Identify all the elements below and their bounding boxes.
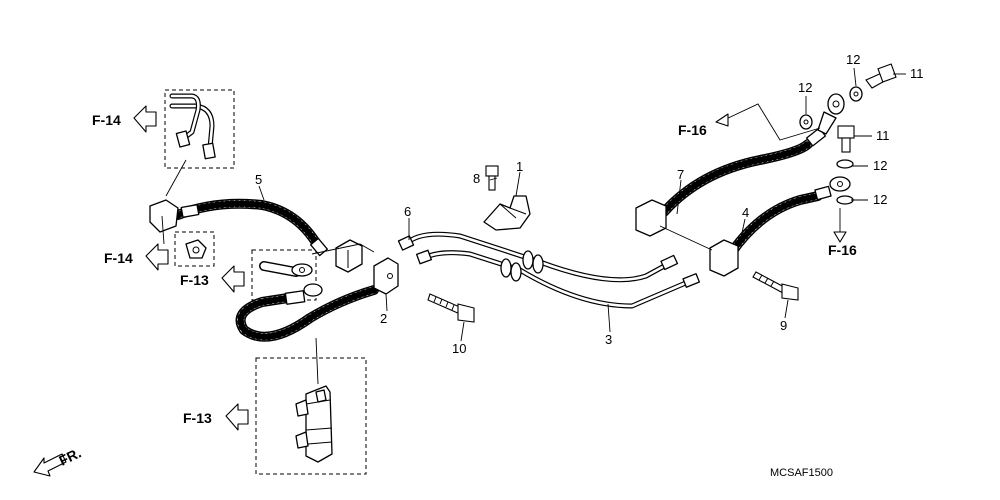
arrow-f16-top: [715, 113, 729, 127]
arrow-f16-bot: [833, 231, 847, 243]
inset-caliper-connector: [259, 261, 313, 277]
banjo-fitting-lower: [829, 176, 851, 192]
arrow-f13-bot: [225, 403, 249, 431]
washer-12-b: [849, 86, 863, 102]
callout-12-c: 12: [873, 158, 887, 173]
inset-caliper-body: [295, 385, 333, 463]
clamp-1: [483, 195, 531, 231]
callout-10: 10: [452, 341, 466, 356]
inset-box-caliper: [255, 357, 367, 475]
bolt-9: [752, 271, 799, 301]
callout-3: 3: [605, 332, 612, 347]
hose-7: [635, 127, 827, 237]
inset-pipe-fittings: [169, 93, 216, 160]
ref-f16-bot: F-16: [828, 242, 857, 258]
callout-2: 2: [380, 311, 387, 326]
pipe-grommets: [500, 250, 544, 282]
inset-box-joint: [174, 231, 215, 267]
hose-4: [709, 185, 832, 277]
callout-12-b: 12: [846, 52, 860, 67]
ref-f16-top: F-16: [678, 122, 707, 138]
washer-12-d: [836, 195, 854, 205]
callout-8: 8: [473, 171, 480, 186]
arrow-f13-mid: [221, 265, 245, 293]
hose-5: [149, 198, 328, 257]
hose-lower-left: [235, 283, 379, 385]
callout-5: 5: [255, 172, 262, 187]
callout-11-upper: 11: [910, 66, 924, 81]
pipe-6: [397, 231, 679, 283]
arrow-f14-mid: [145, 243, 169, 271]
front-direction-arrow: [33, 453, 67, 477]
ref-f14-mid: F-14: [104, 250, 133, 266]
inset-box-caliper-connector: [251, 249, 317, 301]
arrow-f14-top: [133, 105, 157, 133]
pipe-3: [416, 249, 701, 309]
bolt-8: [485, 165, 499, 191]
ref-f13-mid: F-13: [180, 272, 209, 288]
callout-1: 1: [516, 159, 523, 174]
callout-12-a: 12: [798, 80, 812, 95]
callout-11-lower: 11: [876, 128, 890, 143]
callout-4: 4: [742, 205, 749, 220]
inset-box-upper-left: [164, 89, 235, 169]
callout-6: 6: [404, 204, 411, 219]
inset-joint-fitting: [185, 239, 207, 259]
leader-lines: [161, 67, 906, 342]
washer-12-a: [799, 114, 813, 130]
callout-7: 7: [677, 167, 684, 182]
bolt-11-lower: [837, 125, 855, 153]
ref-f14-top: F-14: [92, 112, 121, 128]
callout-12-d: 12: [873, 192, 887, 207]
ref-f13-bot: F-13: [183, 410, 212, 426]
bolt-11-upper: [865, 63, 897, 89]
banjo-fitting-upper: [817, 93, 845, 135]
washer-12-c: [836, 159, 854, 169]
bolt-10: [427, 293, 475, 323]
clamp-block-2: [373, 257, 399, 295]
callout-9: 9: [780, 318, 787, 333]
part-code: MCSAF1500: [770, 467, 833, 479]
